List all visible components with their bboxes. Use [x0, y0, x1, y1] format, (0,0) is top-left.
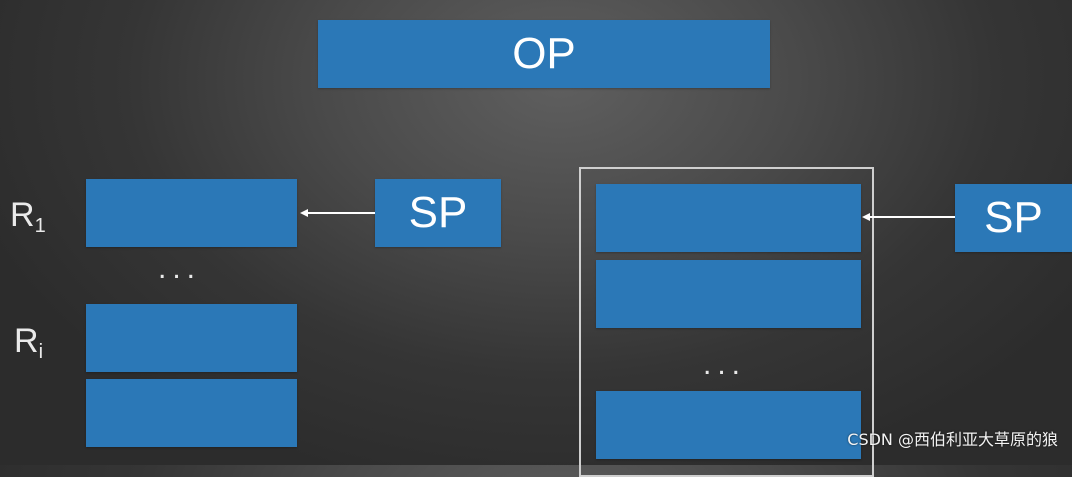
- left-sp-label: SP: [408, 188, 468, 237]
- left-arrow: [300, 209, 375, 217]
- left-ellipsis: ...: [158, 252, 202, 285]
- register-label-r1-main: R: [10, 196, 35, 234]
- csdn-watermark: CSDN @西伯利亚大草原的狼: [847, 430, 1058, 449]
- stack-box-top: [596, 184, 861, 252]
- stack-box-bottom: [596, 391, 861, 459]
- op-box: OP: [318, 20, 770, 88]
- right-arrow: [862, 213, 955, 221]
- register-label-ri-main: R: [14, 322, 39, 360]
- register-label-ri: Ri: [14, 324, 43, 362]
- register-label-r1: R1: [10, 198, 46, 236]
- register-label-r1-sub: 1: [34, 215, 46, 237]
- stack-box-second: [596, 260, 861, 328]
- op-label: OP: [512, 29, 576, 78]
- left-sp-box: SP: [375, 179, 501, 247]
- register-box-ri: [86, 304, 297, 372]
- register-box-r1: [86, 179, 297, 247]
- right-ellipsis: ...: [703, 348, 747, 381]
- register-label-ri-sub: i: [38, 341, 44, 363]
- right-sp-box: SP: [955, 184, 1072, 252]
- register-box-next: [86, 379, 297, 447]
- right-sp-label: SP: [984, 193, 1043, 242]
